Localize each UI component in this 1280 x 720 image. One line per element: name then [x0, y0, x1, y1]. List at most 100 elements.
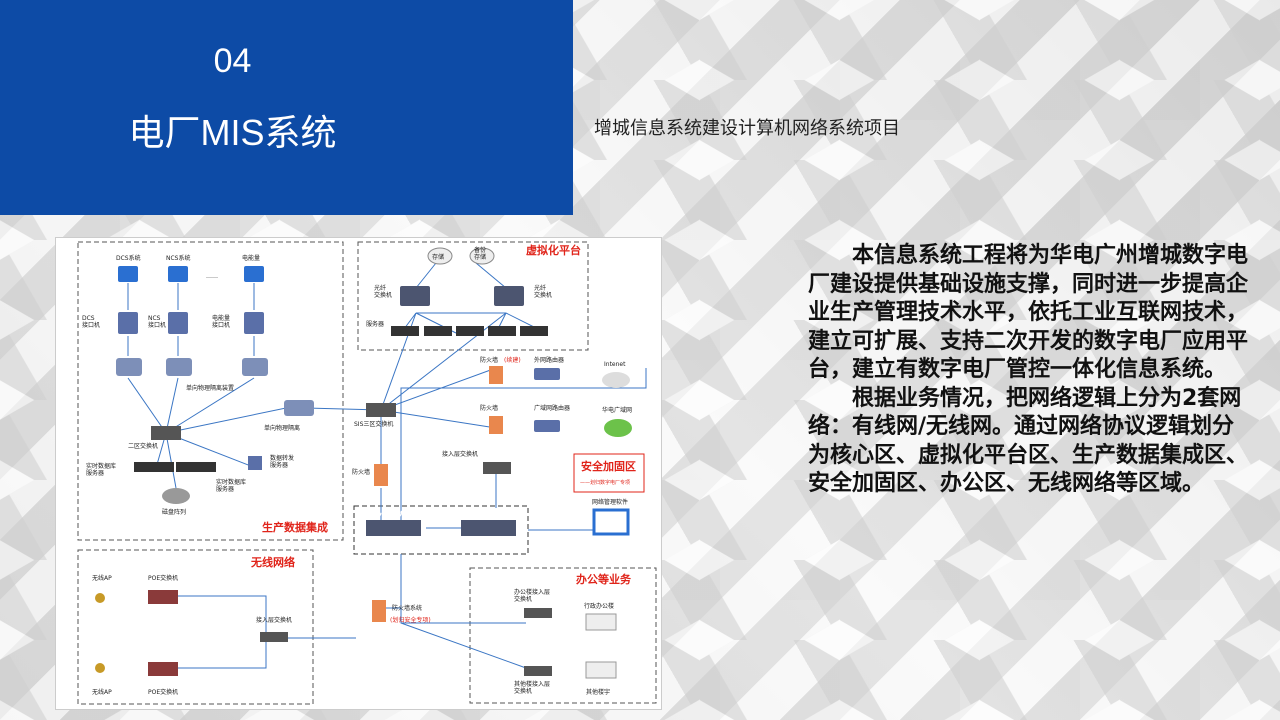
label-poe1: POE交换机	[148, 574, 178, 582]
dcs-monitor-icon	[118, 266, 138, 282]
connection-lines	[127, 262, 647, 669]
energy-monitor-icon	[244, 266, 264, 282]
poe-switch-icons	[148, 590, 178, 676]
label-other-sw: 其他楼接入层交换机	[514, 680, 550, 695]
label-dcs: DCS系统	[116, 254, 141, 262]
label-poe2: POE交换机	[148, 688, 178, 696]
nms-monitor-icon	[592, 508, 630, 536]
zone-production-title: 生产数据集成	[262, 520, 328, 534]
disk-array-icon	[162, 488, 190, 504]
section-title: 电厂MIS系统	[128, 112, 337, 153]
ncs-monitor-icon	[168, 266, 188, 282]
label-router-wan: 广域网路由器	[534, 404, 570, 412]
firewall-icon	[374, 464, 388, 486]
zone2-switch-icon	[151, 426, 181, 440]
label-fw-new1: 防火墙	[480, 356, 498, 364]
core-switch-2-icon	[461, 520, 516, 536]
interface-machine-icons	[118, 312, 264, 334]
label-core2: 核心交换机	[478, 510, 508, 518]
section-number: 04	[213, 42, 252, 80]
label-isolator1: 单向物理隔离装置	[186, 384, 234, 392]
internet-cloud-icon	[602, 372, 630, 388]
zone-office-title: 办公等业务	[576, 572, 632, 586]
label-fw-sys-sub: (划归安全专项)	[390, 616, 431, 624]
rtdb-server-icons	[134, 462, 216, 472]
label-dots: ……	[206, 273, 218, 280]
other-building-icon	[585, 661, 617, 679]
zone-security-title: 安全加固区	[581, 459, 636, 473]
sis3-switch-icon	[366, 403, 396, 417]
label-disk: 磁盘阵列	[162, 508, 186, 516]
isolator-icons	[116, 358, 268, 376]
firewall-new-1-icon	[489, 366, 503, 384]
label-fiber2: 光纤交换机	[534, 284, 552, 299]
storage-icon	[427, 247, 453, 265]
security-zone-box	[573, 453, 645, 493]
label-storage: 存储	[432, 253, 444, 261]
access-switch-icon	[483, 462, 511, 474]
core-zone-box	[353, 505, 529, 555]
label-internet: Intenet	[604, 361, 626, 368]
label-fw-new2: 防火墙	[480, 404, 498, 412]
label-zone2-switch: 二区交换机	[128, 442, 158, 450]
label-nms: 网络管理软件	[592, 498, 628, 506]
zone-office-box	[469, 567, 657, 704]
router-wan-icon	[534, 420, 560, 432]
label-firewall: 防火墙	[352, 468, 370, 476]
zone-virtual-title: 虚拟化平台	[526, 243, 581, 257]
label-sis3: SIS三区交换机	[354, 420, 393, 428]
forward-server-icon	[248, 456, 262, 470]
zone-virtual-box	[357, 241, 589, 351]
office-switch-icon	[524, 608, 552, 618]
project-subtitle: 增城信息系统建设计算机网络系统项目	[594, 118, 900, 139]
other-switch-icon	[524, 666, 552, 676]
label-office-sw: 办公楼接入层交换机	[514, 588, 550, 603]
label-backup: 备份存储	[474, 246, 486, 261]
zone-security-subtitle: ——划归数字电厂专项	[580, 479, 630, 486]
label-server: 服务器	[366, 320, 384, 328]
zone-wireless-title: 无线网络	[250, 555, 295, 569]
router-out-icon	[534, 368, 560, 380]
label-ncs: NCS系统	[166, 254, 191, 262]
body-text: 本信息系统工程将为华电广州增城数字电厂建设提供基础设施支撑，同时进一步提高企业生…	[808, 242, 1248, 499]
label-admin-bldg: 行政办公楼	[584, 602, 614, 610]
fiber-switch-1-icon	[400, 286, 430, 306]
section-banner: 04 电厂MIS系统	[0, 0, 573, 215]
label-wifi-ap2: 无线AP	[92, 688, 112, 696]
zone-wireless-box	[77, 549, 314, 705]
server-rack-icons	[391, 326, 548, 336]
label-isolator2: 单向物理隔离	[264, 424, 300, 432]
label-wifi-ap1: 无线AP	[92, 574, 112, 582]
label-other-bldg: 其他楼宇	[586, 688, 610, 696]
isolator2-icon	[284, 400, 314, 416]
backup-storage-icon	[469, 247, 495, 265]
label-hd-wan: 华电广域网	[602, 406, 632, 414]
network-diagram: 虚拟化平台 生产数据集成 安全加固区 ——划归数字电厂专项 无线网络 办公等业务…	[55, 237, 662, 710]
label-rtdb1: 实时数据库服务器	[86, 462, 116, 477]
label-rtdb2: 实时数据库服务器	[216, 478, 246, 493]
label-access2: 接入层交换机	[256, 616, 292, 624]
wifi-ap-icons	[95, 593, 105, 673]
core-switch-1-icon	[366, 520, 421, 536]
label-energy: 电能量	[242, 254, 260, 262]
paragraph-2: 根据业务情况，把网络逻辑上分为2套网络：有线网/无线网。通过网络协议逻辑划分为核…	[808, 385, 1249, 497]
label-fw-sys: 防火墙系统	[392, 604, 422, 612]
admin-building-icon	[585, 613, 617, 631]
label-fiber1: 光纤交换机	[374, 284, 392, 299]
label-fwd: 数据转发服务器	[270, 454, 294, 469]
label-new-tag: (续建)	[504, 356, 521, 364]
label-access-sw: 接入层交换机	[442, 450, 478, 458]
hd-wan-cloud-icon	[604, 419, 632, 437]
network-diagram-svg: 虚拟化平台 生产数据集成 安全加固区 ——划归数字电厂专项 无线网络 办公等业务…	[77, 241, 657, 705]
fiber-switch-2-icon	[494, 286, 524, 306]
firewall-new-2-icon	[489, 416, 503, 434]
paragraph-1: 本信息系统工程将为华电广州增城数字电厂建设提供基础设施支撑，同时进一步提高企业生…	[808, 243, 1249, 382]
label-core1: 核心交换机	[374, 510, 404, 518]
access-switch-2-icon	[260, 632, 288, 642]
zone-production-box	[77, 241, 344, 541]
firewall-system-icon	[372, 600, 386, 622]
label-energy-if: 电能量接口机	[212, 314, 230, 329]
